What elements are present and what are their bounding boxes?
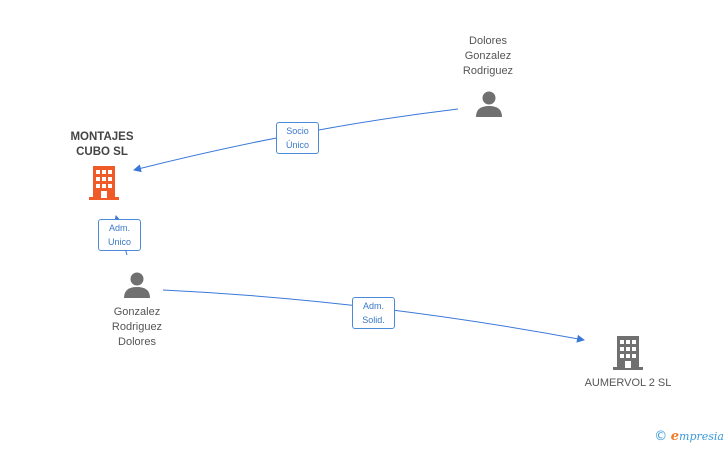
person-dolores-gonzalez-label[interactable]: Dolores Gonzalez Rodriguez <box>462 35 514 77</box>
brand-name: mpresia <box>679 430 724 443</box>
person-icon[interactable] <box>474 89 504 119</box>
person-icon[interactable] <box>122 270 152 300</box>
brand-initial: e <box>670 429 680 444</box>
company-montajes-cubo-label[interactable]: MONTAJES CUBO SL <box>70 131 134 158</box>
person-gonzalez-rodriguez-label[interactable]: Gonzalez Rodriguez Dolores <box>111 306 163 348</box>
building-icon[interactable] <box>612 335 644 371</box>
edge-label-adm-unico[interactable]: Adm. Unico <box>98 219 141 251</box>
copyright-symbol: © <box>654 429 668 444</box>
company-aumervol-label[interactable]: AUMERVOL 2 SL <box>584 377 672 389</box>
empresia-logo: © empresia <box>654 429 724 444</box>
edge-label-socio-unico[interactable]: Socio Único <box>276 122 319 154</box>
edge-label-adm-solid[interactable]: Adm. Solid. <box>352 297 395 329</box>
building-icon[interactable] <box>88 165 120 201</box>
